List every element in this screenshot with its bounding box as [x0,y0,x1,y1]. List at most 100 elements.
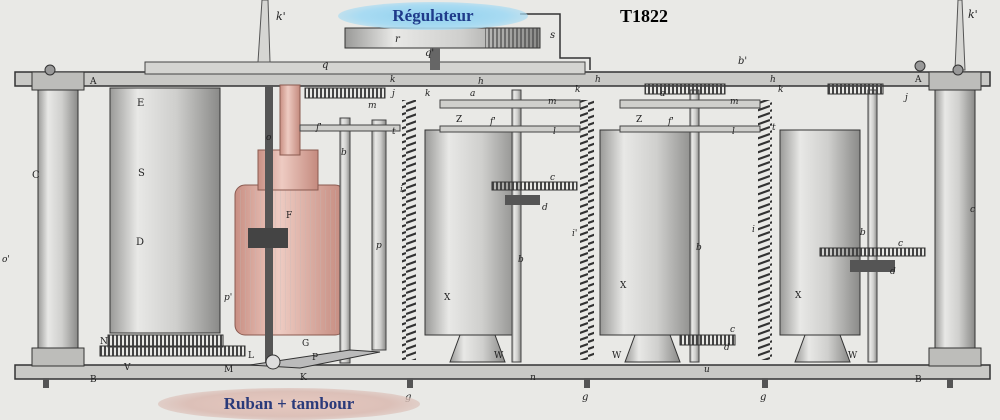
label-c-right: c [970,205,975,215]
screw-3 [914,60,926,72]
label-o-prime: o' [2,255,10,265]
label-l-1: l [553,127,556,137]
regulator-fan-teeth [485,28,540,48]
label-q-prime: q' [425,48,434,59]
regulator-shaft [430,48,440,70]
left-end-cap-bottom [31,347,85,367]
label-l-2: l [732,127,735,137]
label-A-right: A [914,75,922,85]
label-h-1: h [478,77,484,87]
type-wheel-cylinder-2 [599,129,696,336]
label-S: S [138,168,145,179]
upper-plate [144,61,586,75]
top-left-post [257,0,271,63]
regulator-title: Régulateur [338,2,528,30]
rod-p [371,119,387,351]
label-Z-1: Z [456,115,462,125]
top-right-post [954,0,966,71]
label-o: o [266,133,272,143]
label-P: P [312,353,318,363]
label-A-left: A [89,77,97,87]
gear-d-1 [505,195,540,205]
label-d-2: d [890,267,896,277]
label-W-1: W [494,351,504,361]
right-end-cap-bottom [928,347,982,367]
label-a-2: a [660,89,665,99]
label-X-2: X [620,281,627,291]
label-m-3: m [730,97,739,107]
foot-w-3 [794,334,851,363]
label-k-prime-right: k' [968,8,978,21]
label-u: u [704,365,710,375]
label-b-2: b [518,255,524,265]
main-barrel [109,87,221,334]
label-X-1: X [444,293,451,303]
label-f-prime-3: f' [667,117,674,127]
spring-2 [580,100,594,360]
label-k-2: k [425,89,430,99]
label-q: q [322,60,328,71]
top-gear-3 [827,83,884,95]
linkage-bar-1 [439,99,581,109]
label-n: n [530,373,536,383]
label-m-1: m [368,101,377,111]
linkage-bar-5 [619,125,761,133]
label-i-prime: i' [572,229,577,239]
label-c-gear-2: c [898,239,903,249]
peg-g-1 [407,378,413,388]
label-c-gear-1: c [550,173,555,183]
label-F: F [286,211,292,221]
label-K: K [300,373,307,383]
main-barrel-gear [107,334,224,348]
bottom-frame-bar [14,364,991,380]
lever-p [249,349,381,369]
ribbon-drum-hatch [240,190,340,330]
peg-g-4 [43,378,49,388]
label-N: N [100,337,108,347]
top-gear-1 [304,87,386,99]
label-j-2: j [903,93,908,103]
linkage-bar-2 [619,99,761,109]
spring-1 [402,100,416,360]
ribbon-shaft-upper [279,84,301,156]
label-d-1: d [542,203,548,213]
label-B-right: B [915,375,922,385]
linkage-bar-3 [299,124,401,132]
label-g-3: g [760,392,766,403]
peg-g-3 [762,378,768,388]
peg-g-2 [584,378,590,388]
top-gear-2 [644,83,726,95]
label-B-left: B [90,375,97,385]
label-k-4: k [778,85,783,95]
label-k-prime-left: k' [276,10,286,23]
gear-d-2 [850,260,895,272]
spring-3 [758,100,772,360]
ribbon-axle [265,85,273,365]
label-f-prime-2: f' [489,117,496,127]
label-a-1: a [470,89,475,99]
gear-c-2 [819,247,926,257]
label-p-prime: p' [224,293,232,303]
label-W-3: W [848,351,858,361]
label-E: E [137,98,144,109]
label-D: D [136,237,144,248]
label-r: r [395,34,401,45]
label-W-2: W [612,351,622,361]
label-X-3: X [795,291,802,301]
label-t-2: t [772,123,776,133]
bottom-gear-c [679,334,736,346]
label-p: p [376,241,382,251]
gear-c-1 [491,181,578,191]
screw-1 [44,64,56,76]
right-end-column [934,85,976,367]
label-h-3: h [770,75,776,85]
label-b-3: b [696,243,702,253]
label-b-4: b [860,228,866,238]
peg-g-5 [947,378,953,388]
shaft-2 [511,89,522,363]
label-s: s [550,30,555,41]
right-end-cap-top [928,71,982,91]
shaft-4 [867,89,878,363]
